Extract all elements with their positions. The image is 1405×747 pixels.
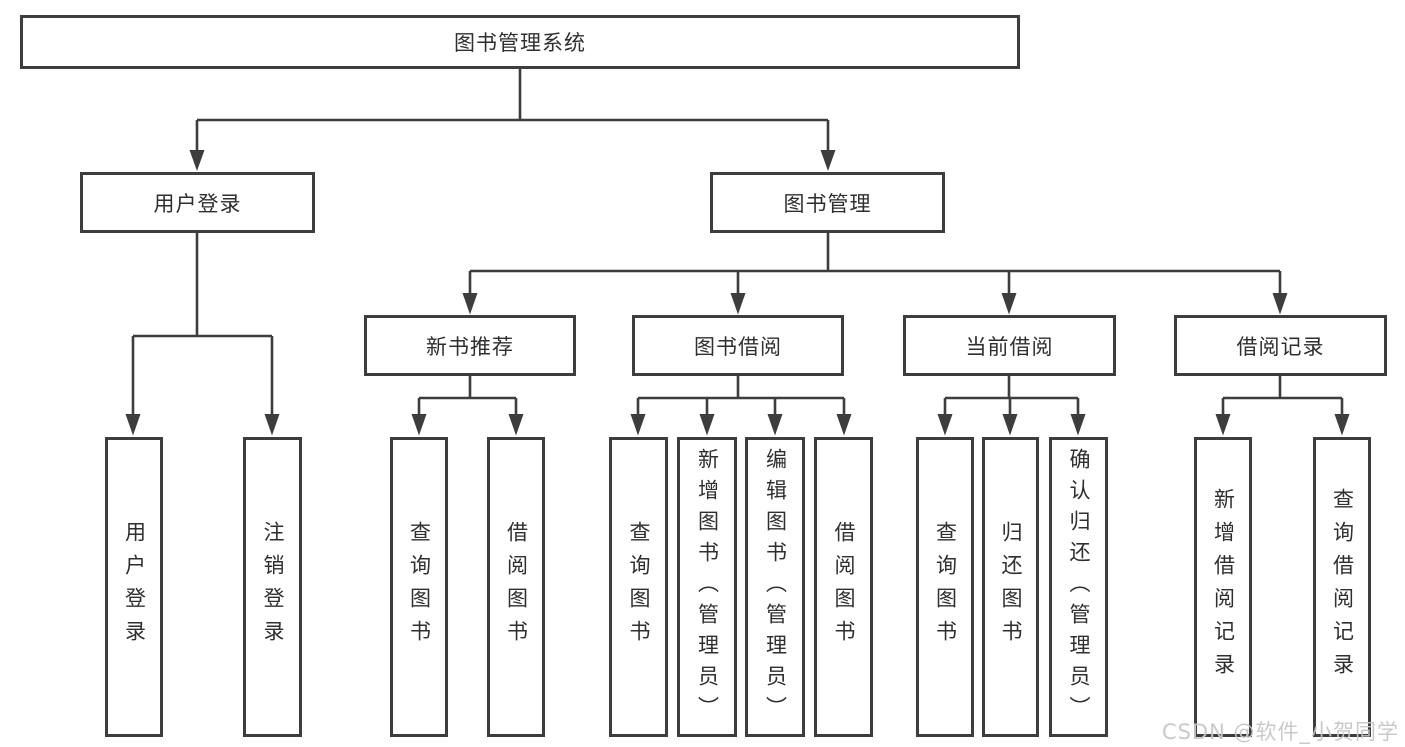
leaf-add-book-admin-label: 新增图书（管理员） <box>695 447 720 727</box>
leaf-query-borrow-record-label: 查询借阅记录 <box>1330 488 1355 686</box>
node-new-book-recommend-label: 新书推荐 <box>426 334 514 359</box>
node-current-borrowing: 当前借阅 <box>903 315 1116 376</box>
leaf-borrow-books-recommend: 借阅图书 <box>487 437 545 737</box>
leaf-user-login-label: 用户登录 <box>122 521 147 653</box>
leaf-confirm-return-admin: 确认归还（管理员） <box>1049 437 1108 737</box>
leaf-borrow-books-borrowing: 借阅图书 <box>814 437 873 737</box>
leaf-query-books-current-label: 查询图书 <box>933 521 958 653</box>
leaf-edit-book-admin: 编辑图书（管理员） <box>745 437 805 737</box>
leaf-confirm-return-admin-label: 确认归还（管理员） <box>1067 447 1091 727</box>
connector-borrow-records-to-leaves <box>1215 376 1350 436</box>
leaf-query-borrow-record: 查询借阅记录 <box>1313 437 1371 737</box>
connector-book-borrow-to-leaves <box>630 376 852 436</box>
leaf-add-book-admin: 新增图书（管理员） <box>677 437 737 737</box>
node-book-management: 图书管理 <box>710 172 945 233</box>
node-user-login-label: 用户登录 <box>153 191 242 216</box>
connector-book-mgmt-to-level3 <box>462 233 1288 315</box>
connector-new-book-to-leaves <box>411 376 524 436</box>
leaf-query-books-current: 查询图书 <box>916 437 974 737</box>
node-borrow-records-label: 借阅记录 <box>1236 334 1325 359</box>
node-borrow-records: 借阅记录 <box>1174 315 1387 376</box>
leaf-query-books-borrowing-label: 查询图书 <box>627 521 651 653</box>
node-new-book-recommend: 新书推荐 <box>364 315 576 376</box>
node-user-login: 用户登录 <box>80 172 315 233</box>
leaf-add-borrow-record: 新增借阅记录 <box>1194 437 1252 737</box>
node-book-borrowing-label: 图书借阅 <box>694 334 782 359</box>
node-book-management-label: 图书管理 <box>783 191 872 216</box>
connector-current-borrow-to-leaves <box>937 376 1086 436</box>
leaf-add-borrow-record-label: 新增借阅记录 <box>1211 488 1236 686</box>
leaf-query-books-borrowing: 查询图书 <box>609 437 668 737</box>
leaf-user-login: 用户登录 <box>105 437 163 737</box>
leaf-query-books-recommend: 查询图书 <box>390 437 448 737</box>
node-root: 图书管理系统 <box>20 15 1020 69</box>
node-current-borrowing-label: 当前借阅 <box>965 334 1054 359</box>
node-book-borrowing: 图书借阅 <box>632 315 844 376</box>
leaf-borrow-books-recommend-label: 借阅图书 <box>504 521 529 653</box>
leaf-return-books-label: 归还图书 <box>999 521 1023 653</box>
leaf-return-books: 归还图书 <box>982 437 1039 737</box>
watermark: CSDN @软件_小贺同学 <box>1161 720 1399 744</box>
connector-user-login-to-leaves <box>125 233 280 436</box>
leaf-logout-label: 注销登录 <box>261 521 285 653</box>
leaf-query-books-recommend-label: 查询图书 <box>407 521 432 653</box>
leaf-edit-book-admin-label: 编辑图书（管理员） <box>763 447 788 727</box>
connector-root-to-level2 <box>189 66 836 171</box>
node-root-label: 图书管理系统 <box>454 31 586 55</box>
leaf-borrow-books-borrowing-label: 借阅图书 <box>832 521 856 653</box>
leaf-logout: 注销登录 <box>243 437 302 737</box>
